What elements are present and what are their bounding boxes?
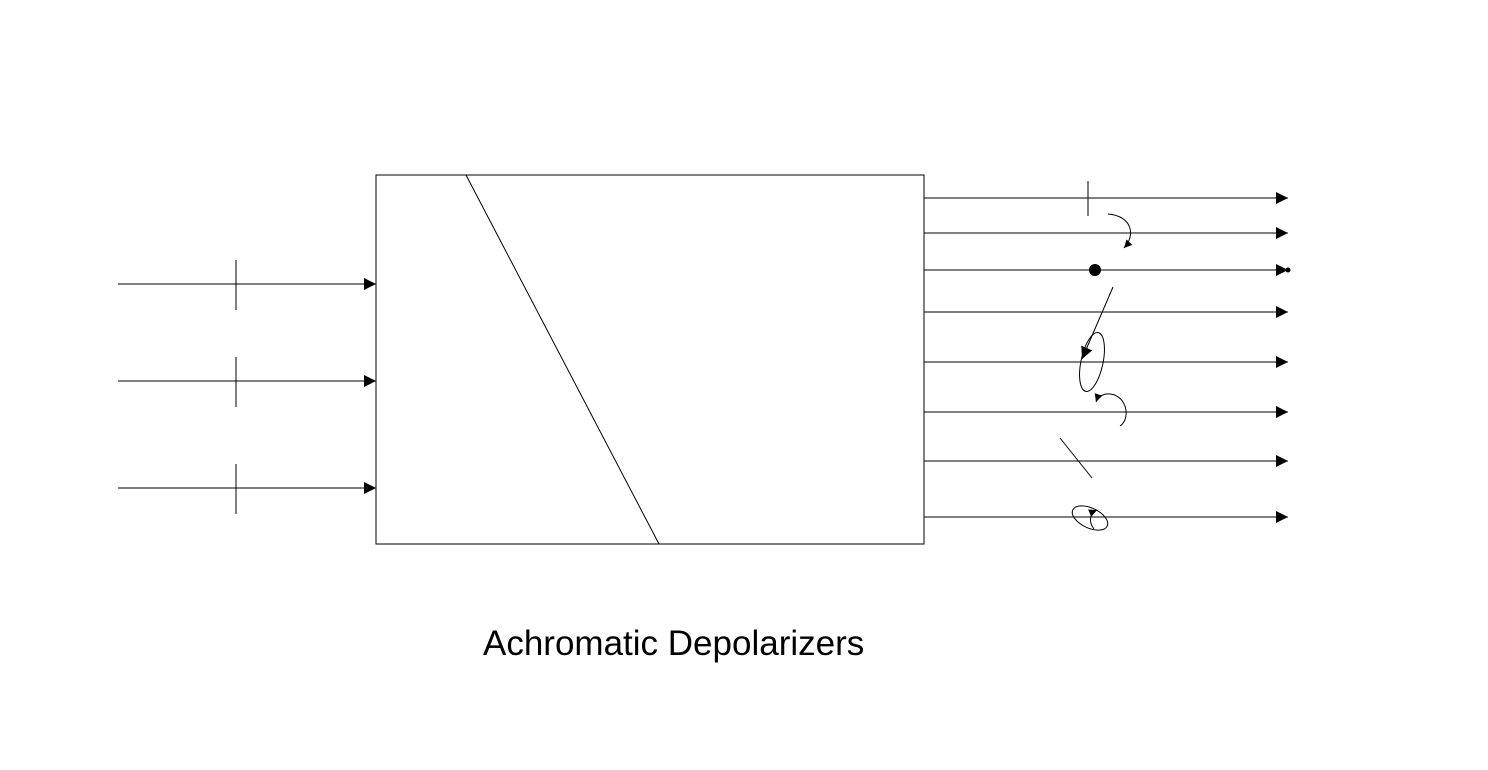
circular-polarization-arc-icon	[1094, 393, 1127, 427]
depolarizer-block	[375, 174, 925, 545]
output-beams	[924, 192, 1288, 523]
input-beams	[118, 260, 376, 514]
wedge-interface-line	[465, 174, 660, 545]
depolarizer-outline	[375, 174, 925, 545]
circular-polarization-arrow-icon	[1107, 213, 1133, 249]
output-polarization-symbols	[1059, 181, 1291, 531]
elliptical-polarization-arrow-icon	[1081, 286, 1114, 360]
diagram-caption: Achromatic Depolarizers	[483, 624, 865, 663]
perpendicular-polarization-dot-icon	[1089, 264, 1101, 276]
diagonal-polarization-tick-icon	[1059, 437, 1093, 479]
beam-end-dot-icon	[1285, 267, 1291, 273]
small-elliptical-polarization-icon	[1071, 505, 1109, 531]
ellipse-rotation-arrow-icon	[1088, 509, 1098, 530]
elliptical-polarization-ellipse-icon	[1079, 332, 1105, 392]
